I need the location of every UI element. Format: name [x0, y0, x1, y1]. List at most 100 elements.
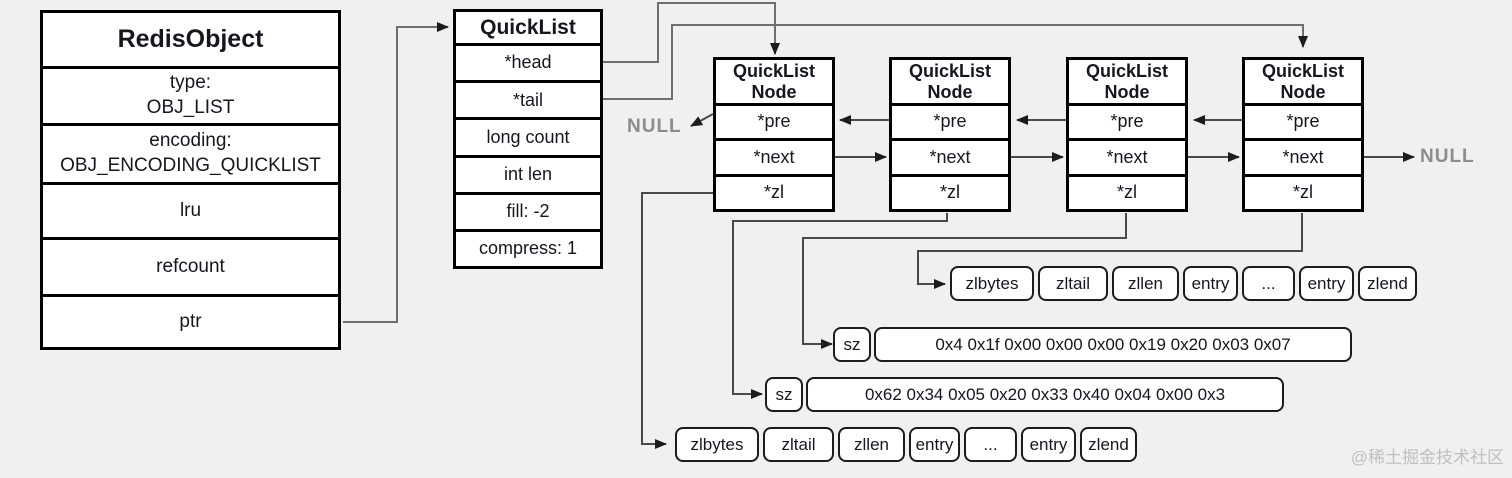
quicklist-field-count: long count — [456, 117, 600, 154]
ziplist-cell-zllen: zllen — [1112, 266, 1179, 301]
field-count-label: long count — [486, 126, 570, 147]
node2-field-pre: *pre — [892, 103, 1008, 138]
redis-object-field-lru: lru — [43, 182, 338, 237]
redis-object-field-refcount: refcount — [43, 237, 338, 294]
field-head-label: *head — [504, 52, 552, 73]
next-label: *next — [929, 146, 971, 167]
conn-head-to-node1 — [603, 2, 780, 63]
quicklist-node-1: QuickList Node *pre *next *zl — [713, 57, 835, 212]
sz-row-1: sz 0x4 0x1f 0x00 0x00 0x00 0x19 0x20 0x0… — [833, 327, 1352, 362]
node-title-line2: Node — [1280, 81, 1326, 102]
zl-label: *zl — [763, 182, 784, 203]
field-refcount-label: refcount — [156, 255, 225, 277]
field-compress-label: compress: 1 — [478, 238, 578, 259]
field-type-label: type: — [169, 72, 212, 94]
next-label: *next — [1282, 146, 1324, 167]
ziplist-cell-zlend: zlend — [1358, 266, 1417, 301]
node3-field-pre: *pre — [1069, 103, 1185, 138]
node-title-line1: QuickList — [1261, 60, 1345, 81]
null-label-left: NULL — [627, 116, 682, 137]
ziplist-cell-zltail: zltail — [763, 427, 834, 462]
ziplist-cell-zllen: zllen — [838, 427, 905, 462]
pre-label: *pre — [1110, 111, 1144, 132]
node-title-line1: QuickList — [908, 60, 992, 81]
node3-title: QuickList Node — [1069, 60, 1185, 103]
node2-title: QuickList Node — [892, 60, 1008, 103]
ziplist-cell-entry: entry — [909, 427, 960, 462]
conn-node1-zl-to-ziplist-bottom — [641, 192, 713, 449]
quicklist-field-head: *head — [456, 43, 600, 80]
zl-label: *zl — [939, 182, 960, 203]
ziplist-cell-ellipsis: ... — [964, 427, 1017, 462]
zl-label: *zl — [1116, 182, 1137, 203]
field-encoding-label: encoding: — [149, 130, 232, 152]
next-label: *next — [753, 146, 795, 167]
node2-field-next: *next — [892, 138, 1008, 173]
ziplist-cell-zlbytes: zlbytes — [675, 427, 759, 462]
sz-value: 0x62 0x34 0x05 0x20 0x33 0x40 0x04 0x00 … — [806, 377, 1284, 412]
conn-ptr-to-quicklist — [343, 22, 449, 323]
quicklist-node-4: QuickList Node *pre *next *zl — [1242, 57, 1364, 212]
ziplist-cell-entry: entry — [1183, 266, 1238, 301]
sz-row-2: sz 0x62 0x34 0x05 0x20 0x33 0x40 0x04 0x… — [765, 377, 1284, 412]
node-title-line2: Node — [1104, 81, 1150, 102]
quicklist-field-tail: *tail — [456, 80, 600, 117]
field-lru-label: lru — [179, 199, 202, 221]
conn-tail-to-node4 — [603, 24, 1308, 100]
node4-title: QuickList Node — [1245, 60, 1361, 103]
ziplist-cell-zltail: zltail — [1038, 266, 1108, 301]
ziplist-cell-entry: entry — [1299, 266, 1354, 301]
ziplist-cell-zlend: zlend — [1080, 427, 1137, 462]
pre-label: *pre — [933, 111, 967, 132]
conn-node1-pre-to-null — [690, 113, 714, 127]
field-type-value: OBJ_LIST — [146, 97, 235, 118]
field-ptr-label: ptr — [179, 310, 202, 332]
node-title-line1: QuickList — [1085, 60, 1169, 81]
sz-value: 0x4 0x1f 0x00 0x00 0x00 0x19 0x20 0x03 0… — [874, 327, 1352, 362]
pre-label: *pre — [1286, 111, 1320, 132]
node4-field-next: *next — [1245, 138, 1361, 173]
quicklist-field-compress: compress: 1 — [456, 228, 600, 266]
next-label: *next — [1106, 146, 1148, 167]
field-len-label: int len — [503, 163, 553, 184]
zl-label: *zl — [1292, 182, 1313, 203]
node4-field-zl: *zl — [1245, 173, 1361, 209]
quicklist-node-2: QuickList Node *pre *next *zl — [889, 57, 1011, 212]
conn-node3-zl-to-sz1 — [802, 213, 1127, 349]
node3-field-next: *next — [1069, 138, 1185, 173]
node4-field-pre: *pre — [1245, 103, 1361, 138]
null-label-right: NULL — [1420, 146, 1475, 167]
ziplist-cell-ellipsis: ... — [1242, 266, 1295, 301]
ziplist-cell-entry: entry — [1021, 427, 1076, 462]
field-fill-label: fill: -2 — [506, 201, 550, 222]
watermark: @稀土掘金技术社区 — [1350, 448, 1504, 467]
quicklist-field-len: int len — [456, 154, 600, 192]
sz-label: sz — [765, 377, 803, 412]
sz-label: sz — [833, 327, 871, 362]
quicklist-title: QuickList — [480, 15, 576, 39]
field-tail-label: *tail — [512, 89, 543, 110]
node2-field-zl: *zl — [892, 173, 1008, 209]
redis-object-field-encoding: encoding: OBJ_ENCODING_QUICKLIST — [43, 123, 338, 182]
quicklist-node-3: QuickList Node *pre *next *zl — [1066, 57, 1188, 212]
node-title-line1: QuickList — [732, 60, 816, 81]
node1-field-pre: *pre — [716, 103, 832, 138]
redis-object-box: RedisObject type: OBJ_LIST encoding: OBJ… — [40, 10, 341, 350]
ziplist-row-top: zlbytes zltail zllen entry ... entry zle… — [950, 266, 1417, 301]
node3-field-zl: *zl — [1069, 173, 1185, 209]
quicklist-box: QuickList *head *tail long count int len… — [453, 9, 603, 269]
redis-object-field-type: type: OBJ_LIST — [43, 66, 338, 123]
node1-field-zl: *zl — [716, 173, 832, 209]
conn-node2-zl-to-sz2 — [732, 213, 948, 399]
redis-object-field-ptr: ptr — [43, 294, 338, 347]
redis-object-title: RedisObject — [117, 25, 264, 53]
ziplist-cell-zlbytes: zlbytes — [950, 266, 1034, 301]
conn-node4-zl-to-ziplist-top — [917, 213, 1303, 289]
field-encoding-value: OBJ_ENCODING_QUICKLIST — [60, 155, 321, 176]
node-title-line2: Node — [751, 81, 797, 102]
pre-label: *pre — [757, 111, 791, 132]
node1-title: QuickList Node — [716, 60, 832, 103]
quicklist-field-fill: fill: -2 — [456, 191, 600, 229]
